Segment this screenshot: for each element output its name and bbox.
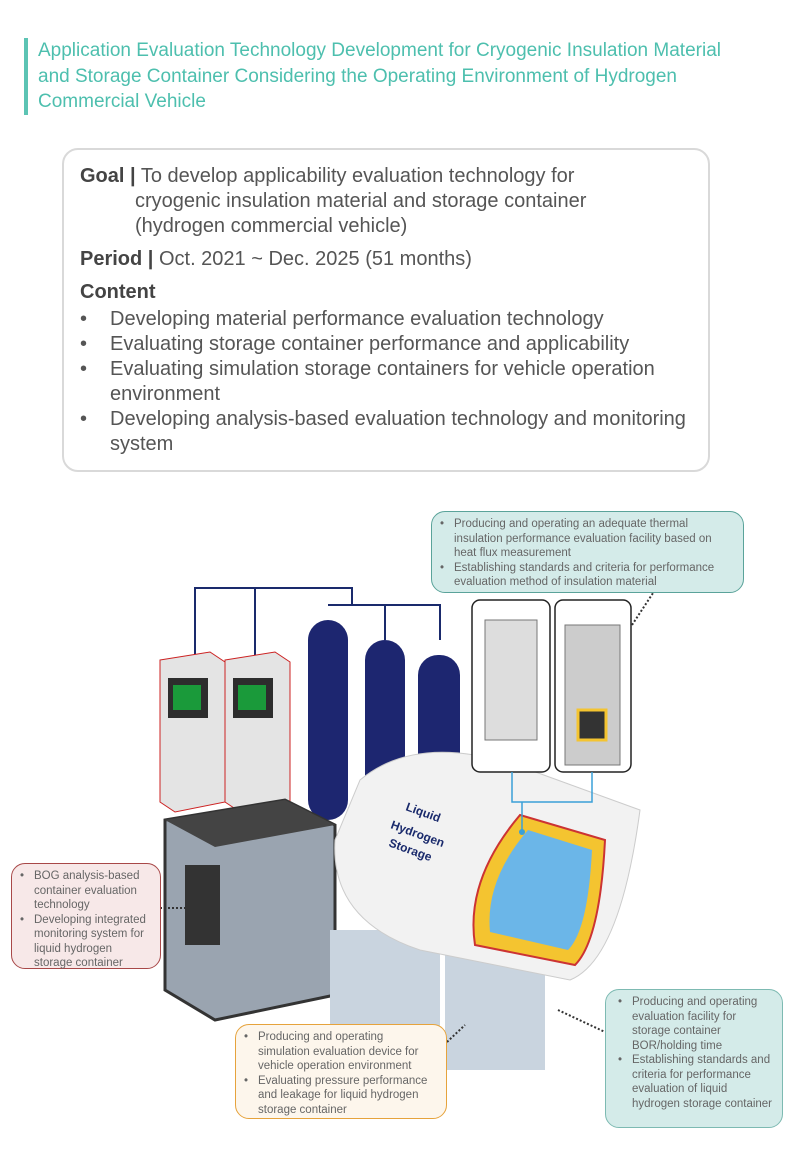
page-title: Application Evaluation Technology Develo… bbox=[24, 38, 744, 115]
storage-illustration: Liquid Hydrogen Storage bbox=[159, 587, 656, 1070]
storage-tank: Liquid Hydrogen Storage bbox=[330, 751, 641, 1070]
callout-item: BOG analysis-based container evaluation … bbox=[20, 869, 152, 913]
list-item: Developing analysis-based evaluation tec… bbox=[80, 407, 692, 457]
callout-bor-facility: Producing and operating evaluation facil… bbox=[605, 989, 783, 1128]
goal-text-2: cryogenic insulation material and storag… bbox=[135, 190, 587, 212]
list-item: Evaluating simulation storage containers… bbox=[80, 357, 692, 407]
content-label: Content bbox=[80, 281, 156, 303]
connector-lines bbox=[160, 589, 656, 1043]
goal-text-3: (hydrogen commercial vehicle) bbox=[135, 215, 408, 237]
callout-item: Producing and operating an adequate ther… bbox=[440, 517, 735, 561]
list-item: Evaluating storage container performance… bbox=[80, 332, 692, 357]
goal-text: To develop applicability evaluation tech… bbox=[140, 165, 575, 187]
callout-item: Evaluating pressure performance and leak… bbox=[244, 1074, 438, 1118]
monitoring-cabinet bbox=[163, 798, 337, 1022]
callout-item: Developing integrated monitoring system … bbox=[20, 913, 152, 971]
callout-bog-analysis: BOG analysis-based container evaluation … bbox=[11, 863, 161, 969]
callout-item: Producing and operating evaluation facil… bbox=[618, 995, 774, 1053]
analyzer-units bbox=[159, 651, 291, 813]
callout-simulation-device: Producing and operating simulation evalu… bbox=[235, 1024, 447, 1119]
thermal-test-facilities bbox=[471, 599, 632, 835]
callout-item: Establishing standards and criteria for … bbox=[440, 561, 735, 590]
goal-label: Goal | bbox=[80, 165, 136, 187]
period-row: Period | Oct. 2021 ~ Dec. 2025 (51 month… bbox=[80, 247, 692, 272]
callout-item: Producing and operating simulation evalu… bbox=[244, 1030, 438, 1074]
goal-row: Goal | To develop applicability evaluati… bbox=[80, 164, 692, 189]
callout-thermal-facility: Producing and operating an adequate ther… bbox=[431, 511, 744, 593]
gas-lines bbox=[194, 587, 441, 660]
callout-item: Establishing standards and criteria for … bbox=[618, 1053, 774, 1111]
list-item: Developing material performance evaluati… bbox=[80, 307, 692, 332]
summary-box: Goal | To develop applicability evaluati… bbox=[62, 148, 710, 472]
period-value: Oct. 2021 ~ Dec. 2025 (51 months) bbox=[158, 248, 472, 270]
period-label: Period | bbox=[80, 248, 154, 270]
content-list: Developing material performance evaluati… bbox=[80, 307, 692, 457]
